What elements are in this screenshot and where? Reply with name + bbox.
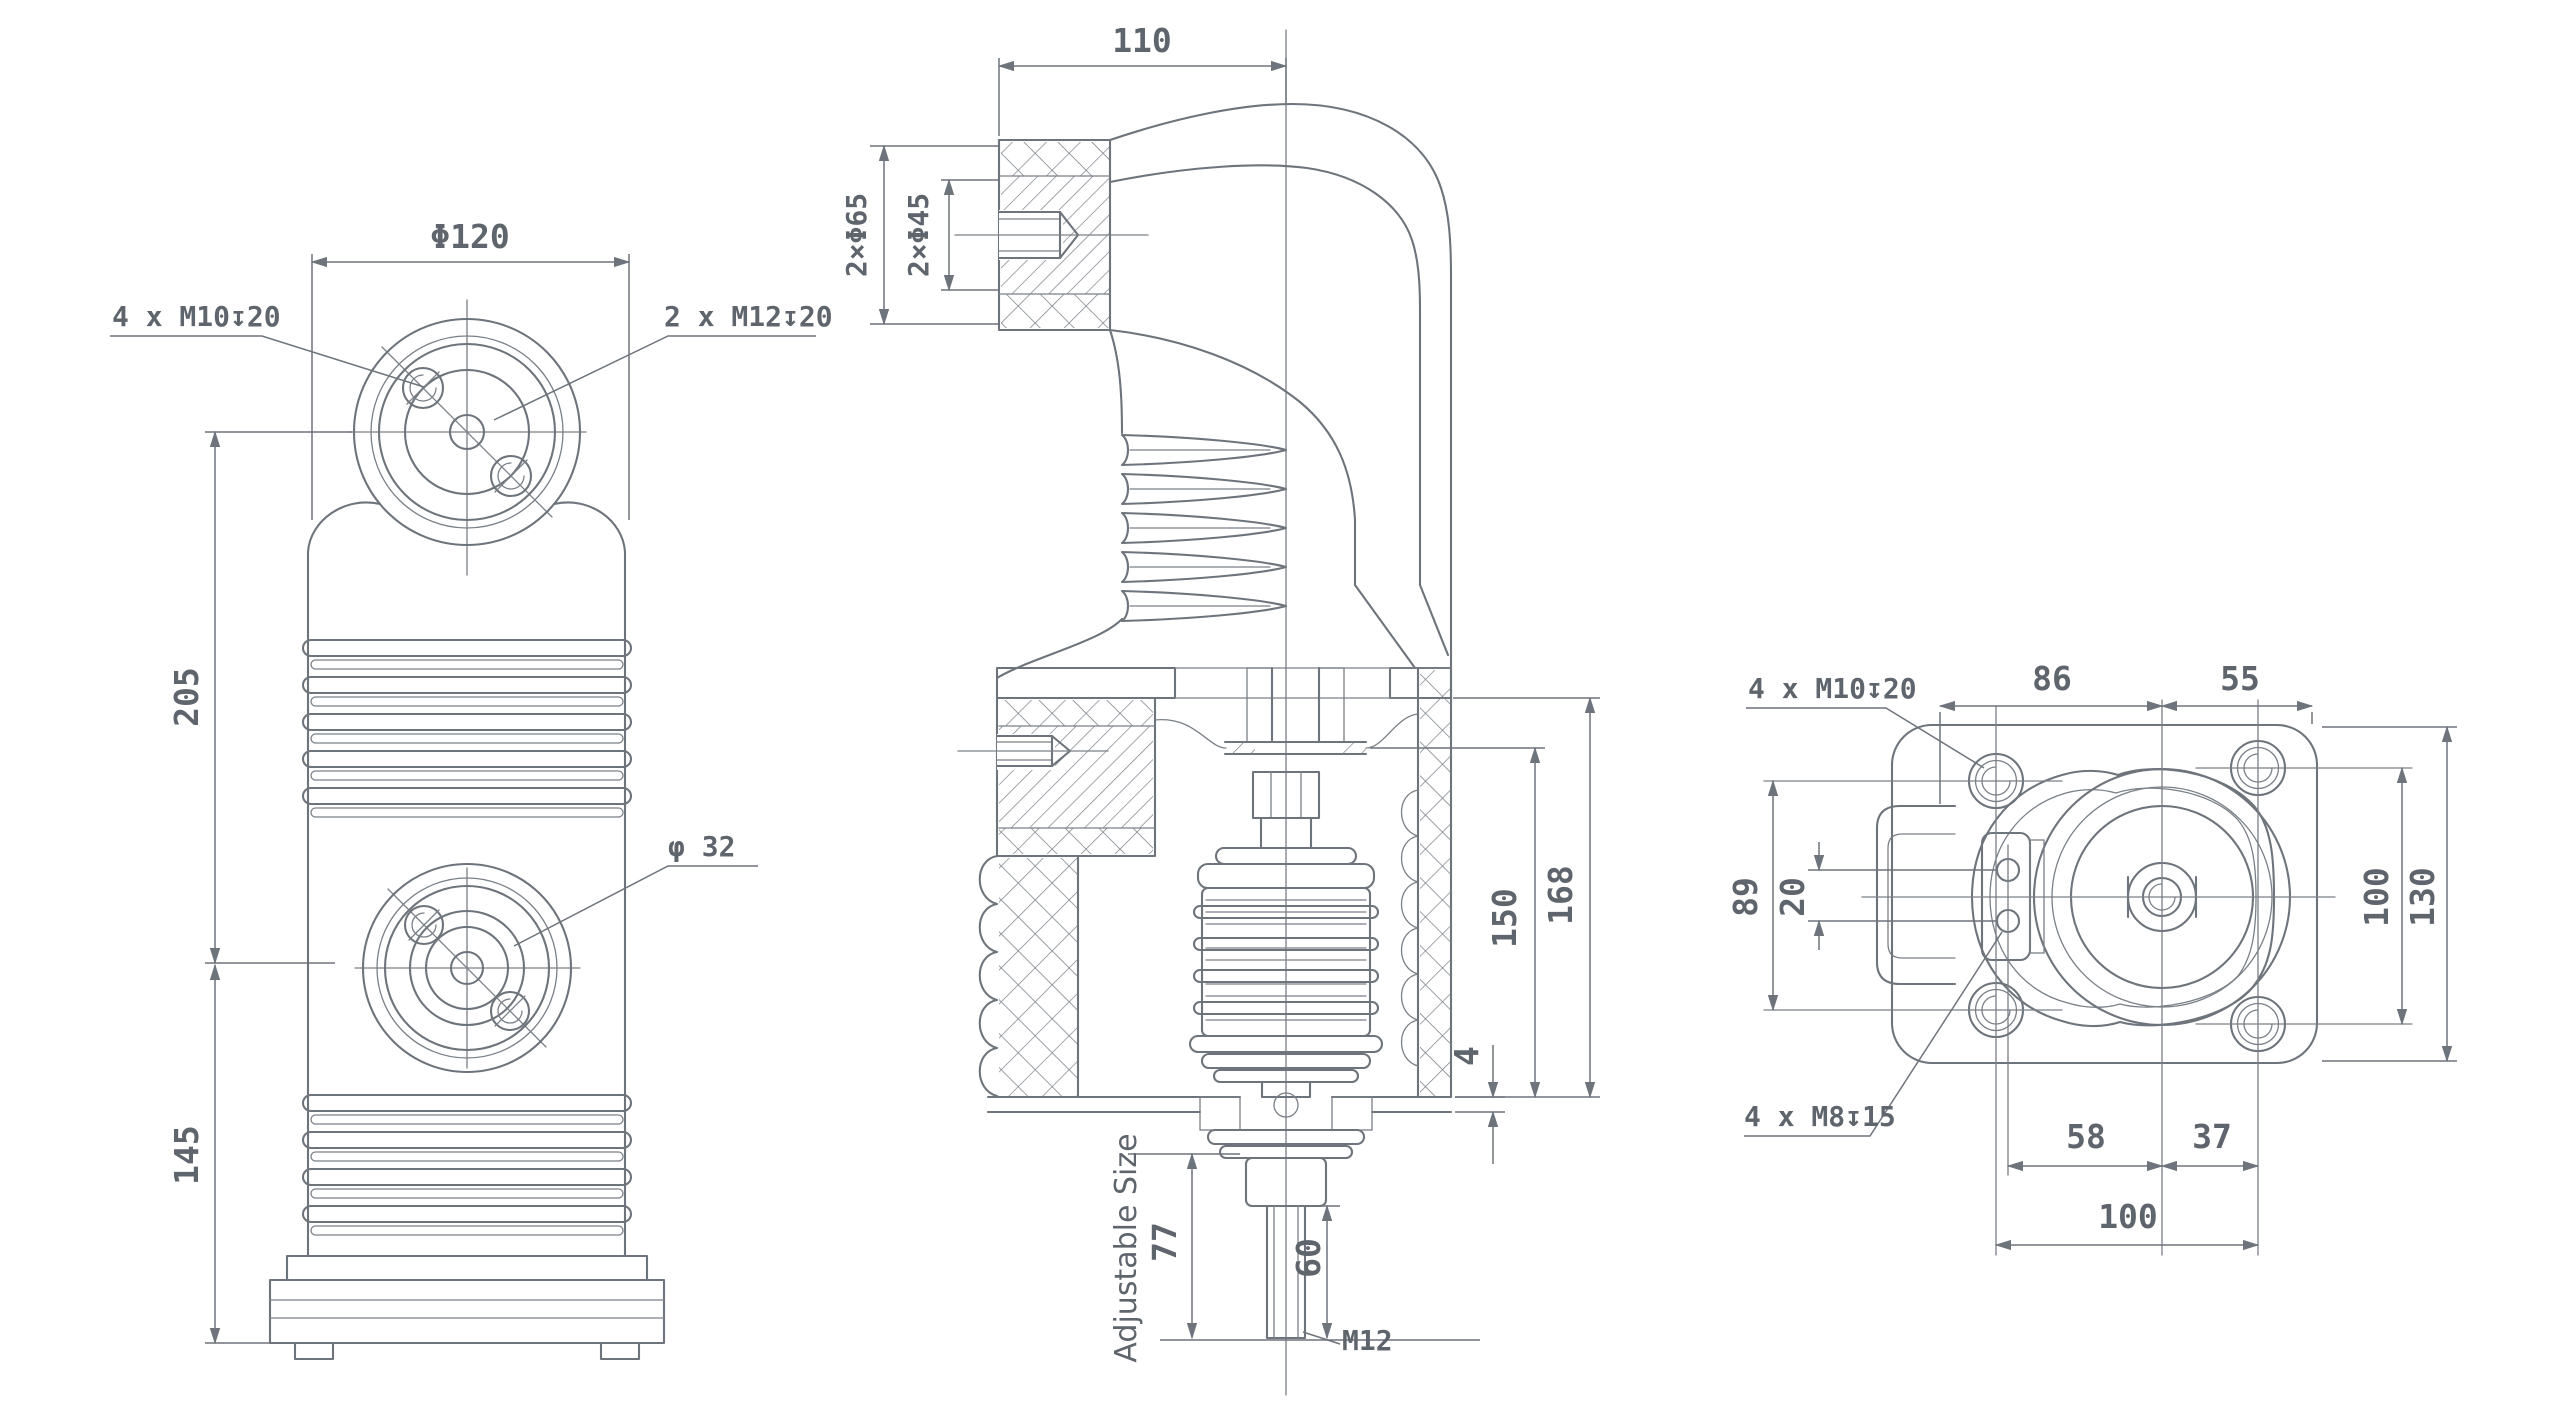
dim-86-55: 86 55 (1938, 659, 2314, 804)
label-m12-stem: M12 (1342, 1324, 1393, 1357)
dim-4: 4 (1447, 1045, 1505, 1164)
dim-89: 89 (1726, 779, 1779, 1012)
dim-100-bottom: 100 (1994, 1197, 2260, 1251)
dim-110: 110 (997, 21, 1288, 136)
dim-label-20: 20 (1773, 877, 1812, 917)
dim-label-100-right: 100 (2357, 867, 2396, 927)
bottom-view: 86 55 89 20 100 130 58 (1726, 659, 2457, 1256)
section-stem-assembly (1206, 1128, 1366, 1340)
dim-label-168: 168 (1541, 865, 1580, 925)
dim-label-37: 37 (2192, 1117, 2232, 1156)
dim-100-right: 100 (2357, 766, 2408, 1026)
dim-phi120: Φ120 (310, 217, 631, 520)
dim-label-phi120: Φ120 (430, 217, 509, 256)
dim-label-110: 110 (1112, 21, 1172, 60)
dim-205: 205 (167, 430, 352, 965)
dim-label-77: 77 (1145, 1222, 1184, 1262)
dim-label-phi45: 2×Φ45 (902, 193, 935, 277)
dim-label-145: 145 (167, 1125, 206, 1185)
leader-m12-front: 2 x M12↧20 (493, 300, 833, 421)
dim-label-55: 55 (2220, 659, 2260, 698)
label-m12-front: 2 x M12↧20 (664, 300, 833, 333)
dim-20: 20 (1773, 842, 1996, 950)
dim-145: 145 (167, 963, 285, 1345)
dim-label-150: 150 (1485, 888, 1524, 948)
leader-m12-stem: M12 (1302, 1324, 1393, 1357)
label-phi32: φ 32 (668, 830, 735, 863)
section-upper-bushing (954, 138, 1149, 332)
label-m8-bottom: 4 x M8↧15 (1744, 1100, 1896, 1133)
dim-label-phi65: 2×Φ65 (840, 193, 873, 277)
dim-label-205: 205 (167, 667, 206, 727)
dim-77: 77 (1128, 1152, 1480, 1341)
dim-label-100-bottom: 100 (2098, 1197, 2158, 1236)
dim-168: 168 (1453, 696, 1600, 1099)
label-m10-front: 4 x M10↧20 (112, 300, 281, 333)
leader-m10-bottom: 4 x M10↧20 (1746, 672, 1985, 769)
label-m10-bottom: 4 x M10↧20 (1748, 672, 1917, 705)
dim-label-4: 4 (1447, 1046, 1486, 1066)
section-bottom-plate (986, 1095, 1453, 1131)
leader-m10-front: 4 x M10↧20 (110, 300, 425, 388)
dim-label-58: 58 (2066, 1117, 2106, 1156)
front-lower-bolt-holes (403, 904, 531, 1032)
dim-label-60: 60 (1289, 1238, 1328, 1278)
front-base (268, 1254, 666, 1361)
label-adjustable-size: Adjustable Size (1109, 1133, 1144, 1362)
dim-phi65: 2×Φ65 (840, 144, 999, 326)
dim-130: 130 (2322, 725, 2457, 1063)
dim-150: 150 (1370, 746, 1545, 1099)
section-interrupter (1188, 770, 1384, 1118)
dim-label-86: 86 (2032, 659, 2072, 698)
adjustable-size-text: Adjustable Size (1109, 1133, 1144, 1362)
leader-phi32: φ 32 (513, 830, 758, 947)
section-view: 110 2×Φ65 2×Φ45 150 168 (840, 21, 1600, 1396)
front-top-bolt-holes (401, 366, 533, 498)
dim-60: 60 (1289, 1204, 1340, 1340)
leader-m8-bottom: 4 x M8↧15 (1744, 931, 2003, 1137)
dim-label-89: 89 (1726, 877, 1765, 917)
dim-label-130: 130 (2403, 867, 2442, 927)
front-view: Φ120 205 145 4 x M10↧20 2 x M12↧20 φ 32 (110, 217, 833, 1361)
dim-58-37: 58 37 (2006, 1117, 2260, 1172)
section-lower-bushing (957, 696, 1157, 858)
dim-phi45: 2×Φ45 (902, 178, 999, 292)
